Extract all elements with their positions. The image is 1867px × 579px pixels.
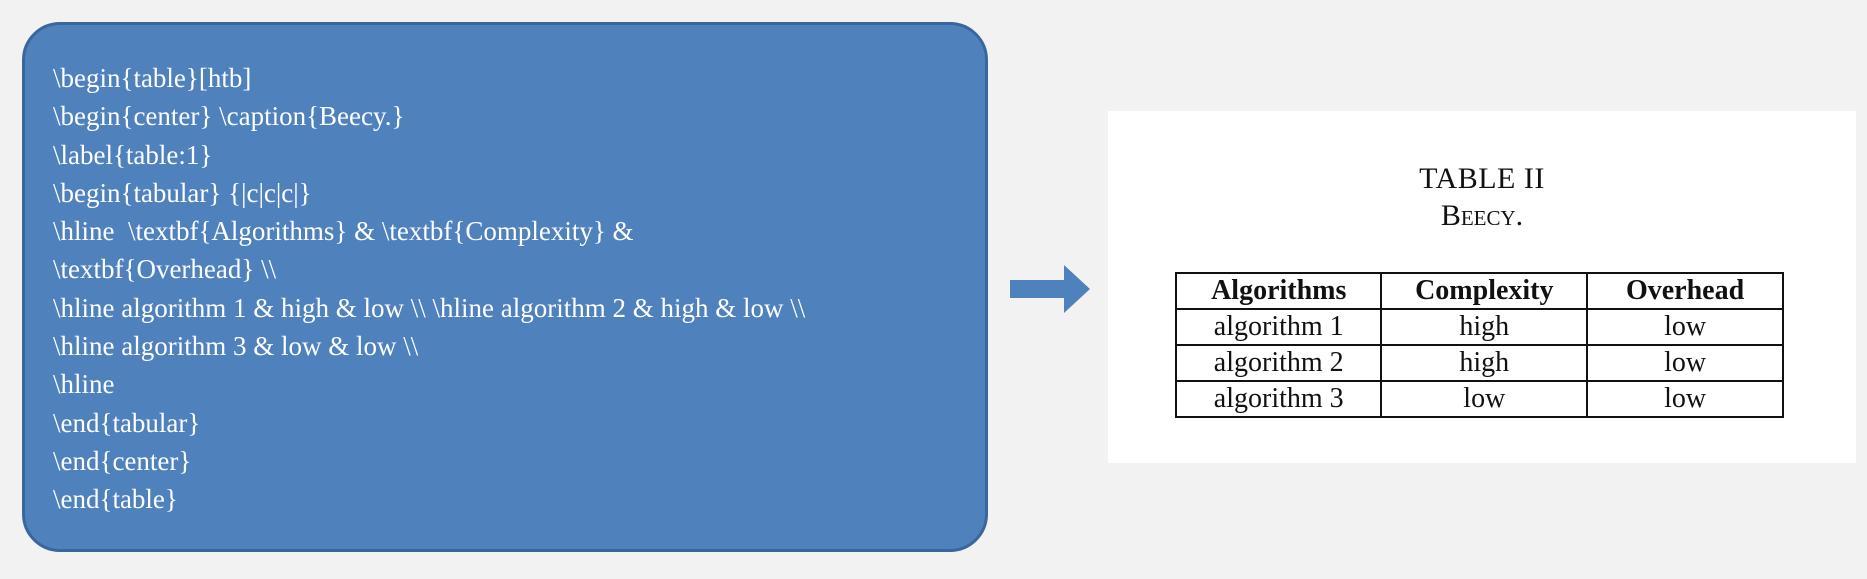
table-row: algorithm 1 high low (1174, 308, 1784, 346)
table-header-row: Algorithms Complexity Overhead (1174, 272, 1784, 310)
code-line: \end{center} (53, 445, 192, 476)
code-line: \label{table:1} (53, 139, 213, 170)
table-cell: high (1380, 344, 1589, 382)
table-cell: low (1586, 344, 1784, 382)
code-line: \hline (53, 369, 115, 400)
table-cell: low (1586, 308, 1784, 346)
rendered-table-panel: TABLE II Beecy. Algorithms Complexity Ov… (1108, 111, 1856, 463)
code-line: \textbf{Overhead} \\ (53, 254, 277, 285)
header-cell: Complexity (1380, 272, 1589, 310)
table-number: TABLE II (1419, 162, 1545, 195)
code-line: \begin{tabular} {|c|c|c|} (53, 177, 312, 208)
table-caption: Beecy. (1440, 199, 1524, 232)
code-line: \end{table} (53, 484, 178, 515)
header-cell: Overhead (1586, 272, 1784, 310)
code-line: \hline \textbf{Algorithms} & \textbf{Com… (53, 216, 634, 247)
result-table: Algorithms Complexity Overhead algorithm… (1174, 272, 1784, 418)
latex-code-panel: \begin{table}[htb] \begin{center} \capti… (22, 22, 988, 552)
right-arrow-icon (1010, 265, 1090, 313)
code-line: \begin{center} \caption{Beecy.} (53, 101, 405, 132)
header-cell: Algorithms (1174, 272, 1383, 310)
code-line: \hline algorithm 1 & high & low \\ \hlin… (53, 292, 806, 323)
table-cell: algorithm 2 (1174, 344, 1383, 382)
table-row: algorithm 2 high low (1174, 344, 1784, 382)
code-line: \end{tabular} (53, 407, 201, 438)
table-cell: high (1380, 308, 1589, 346)
table-cell: low (1586, 380, 1784, 418)
code-line: \hline algorithm 3 & low & low \\ (53, 331, 419, 362)
table-row: algorithm 3 low low (1174, 380, 1784, 418)
table-cell: algorithm 1 (1174, 308, 1383, 346)
code-line: \begin{table}[htb] (53, 63, 252, 93)
table-cell: algorithm 3 (1174, 380, 1383, 418)
table-cell: low (1380, 380, 1589, 418)
